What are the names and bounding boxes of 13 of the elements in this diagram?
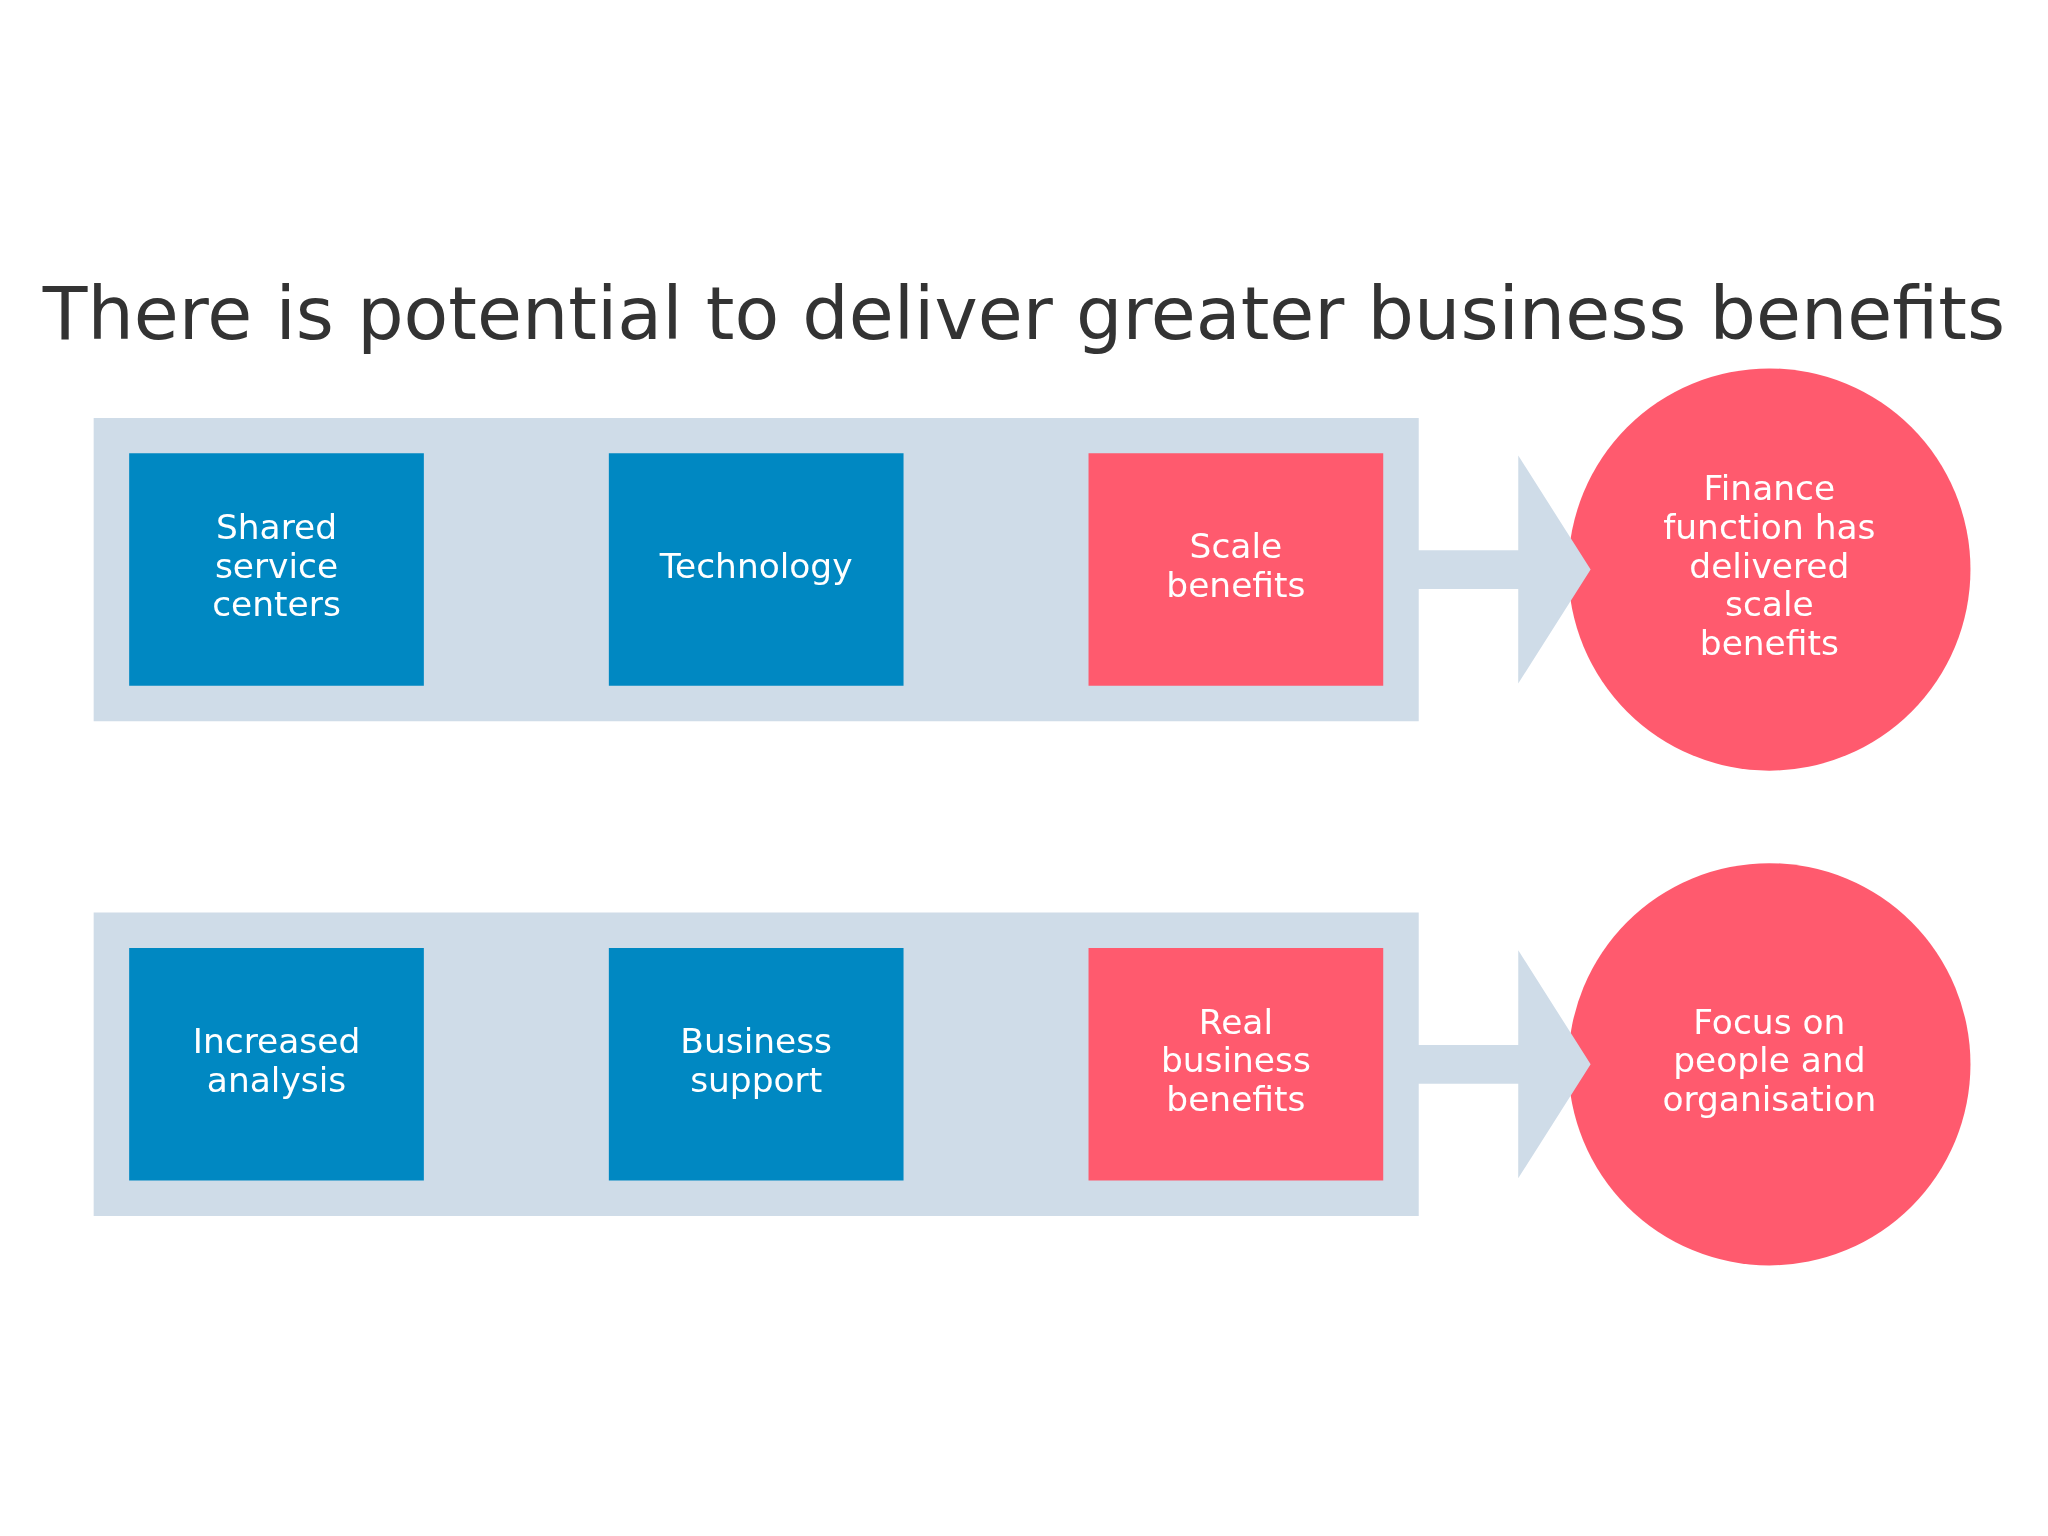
node-circle: Finance function has delivered scale benefits [1568,367,1971,771]
node-box: Scale benefits [1088,452,1384,686]
node-circle: Focus on people and organisation [1568,862,1971,1265]
node-box: Business support [608,947,904,1180]
arrow [1417,454,1591,684]
cluster [93,417,1419,721]
arrow [1417,949,1591,1178]
node-box: Real business benefits [1088,947,1384,1180]
diagram-title: There is potential to deliver greater business benefits [42,270,2006,356]
node-box: Shared service centers [129,452,424,686]
node-box: Increased analysis [129,947,424,1180]
cluster [93,912,1419,1216]
node-box: Technology [608,452,904,686]
